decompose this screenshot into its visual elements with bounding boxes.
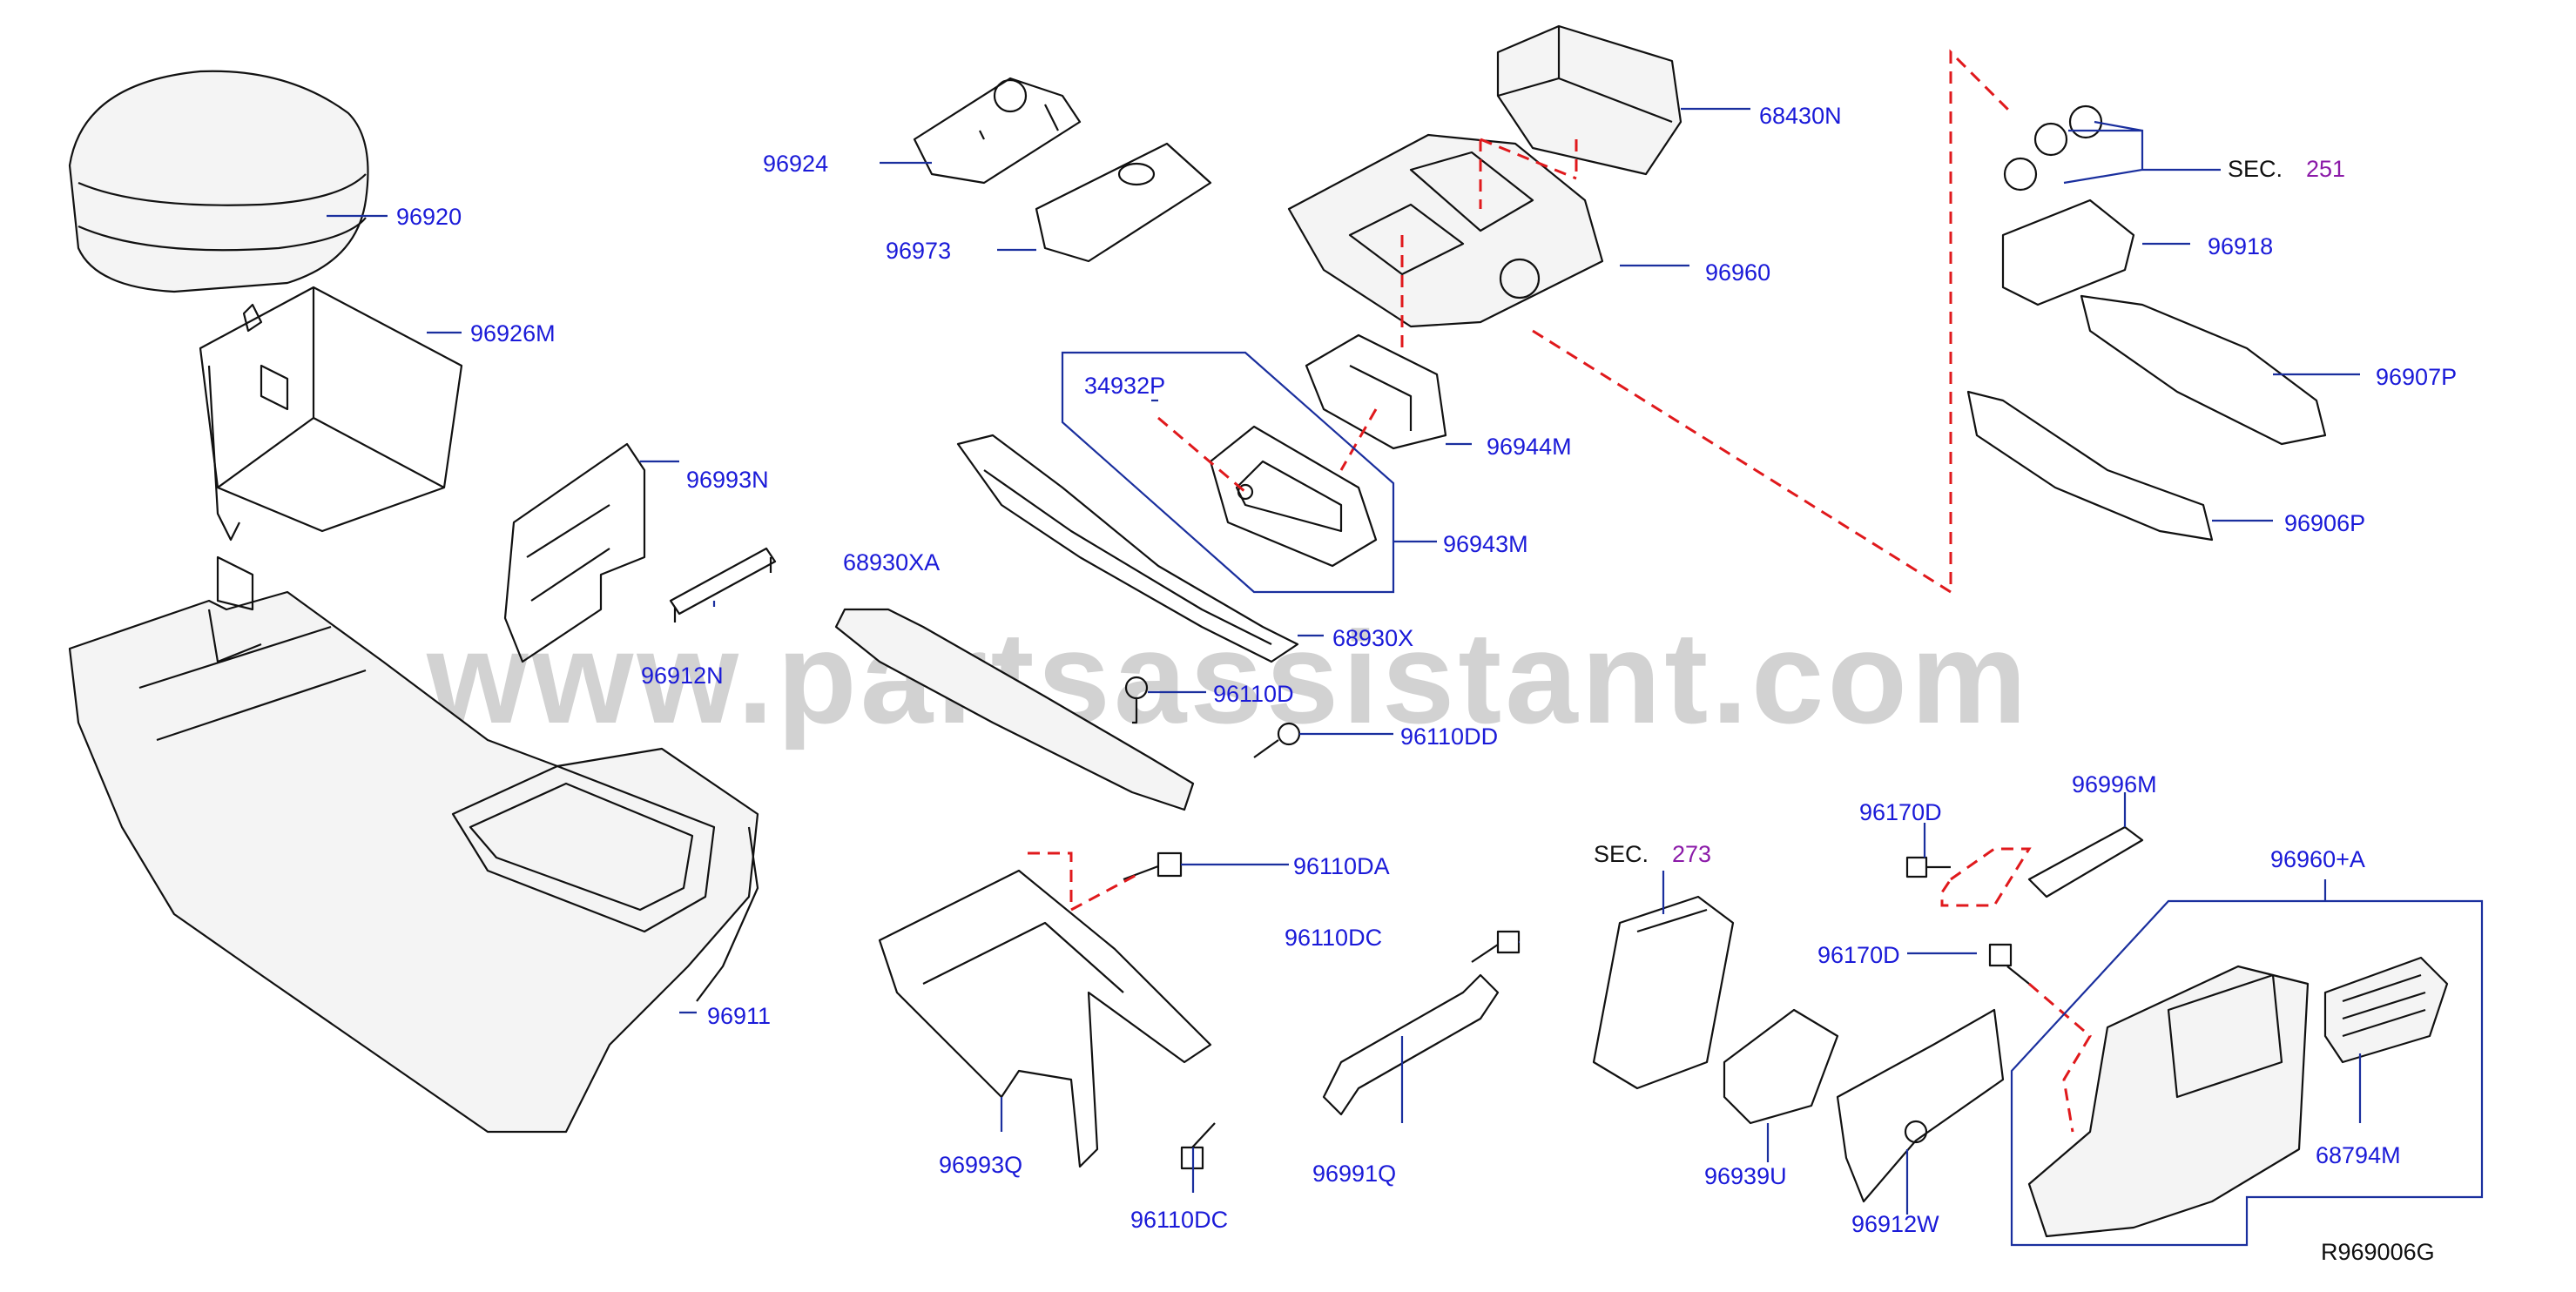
bolt-dc-bottom-illustration — [1180, 1122, 1216, 1170]
callout-frame-96943M — [1061, 351, 1395, 594]
label-96170D-lower: 96170D — [1817, 942, 1900, 968]
label-96920: 96920 — [396, 204, 462, 230]
usb-unit-illustration — [1723, 1008, 1839, 1125]
label-96110DC-upper: 96110DC — [1285, 925, 1382, 951]
label-96911: 96911 — [707, 1003, 771, 1029]
label-96960: 96960 — [1705, 259, 1770, 286]
stay-bar-illustration — [1322, 973, 1500, 1116]
bracket-96996M-illustration — [2027, 825, 2144, 898]
label-68930XA: 68930XA — [843, 549, 940, 575]
armrest-lid-illustration — [68, 70, 369, 293]
section-ref-251: SEC. 251 — [2228, 156, 2345, 182]
label-96973: 96973 — [886, 238, 951, 264]
label-96110DC-lower: 96110DC — [1130, 1207, 1228, 1233]
phantom-lines — [1028, 49, 2092, 1133]
label-96918: 96918 — [2208, 233, 2273, 259]
lower-bracket-illustration — [878, 869, 1212, 1168]
duct-sec273-illustration — [1592, 895, 1735, 1090]
label-96110DD: 96110DD — [1400, 723, 1498, 750]
label-96939U: 96939U — [1704, 1163, 1787, 1189]
label-96960A: 96960+A — [2270, 846, 2365, 872]
shifter-bracket-illustration — [1305, 333, 1447, 450]
diagram-code: R969006G — [2321, 1239, 2435, 1265]
tray-illustration — [1035, 142, 1212, 263]
label-96906P: 96906P — [2284, 510, 2365, 536]
display-unit-illustration — [1496, 24, 1682, 176]
label-68930X: 68930X — [1332, 625, 1413, 651]
label-96912N: 96912N — [641, 663, 724, 689]
label-96110D: 96110D — [1213, 681, 1294, 707]
label-96991Q: 96991Q — [1312, 1161, 1396, 1187]
sec273-number: 273 — [1672, 841, 1711, 867]
rear-finisher-w-illustration — [1836, 1008, 2005, 1203]
side-finisher-x-illustration — [956, 434, 1299, 663]
label-96993N: 96993N — [686, 467, 769, 493]
sec273-prefix: SEC. — [1594, 841, 1649, 867]
control-switch-illustration — [913, 77, 1082, 185]
rear-console-panel-illustration — [2027, 965, 2310, 1238]
label-96912W: 96912W — [1851, 1211, 1939, 1237]
section-ref-273: SEC. 273 — [1594, 841, 1711, 867]
sec251-number: 251 — [2306, 156, 2345, 182]
label-96907P: 96907P — [2376, 364, 2457, 390]
leader-lines — [327, 107, 2362, 1215]
label-96110DA: 96110DA — [1293, 853, 1390, 879]
sec251-prefix: SEC. — [2228, 156, 2283, 182]
label-96944M: 96944M — [1487, 434, 1572, 460]
label-96993Q: 96993Q — [939, 1152, 1022, 1178]
label-96170D-upper: 96170D — [1859, 799, 1942, 825]
bolt-96170D-b-illustration — [1988, 943, 2030, 985]
label-96924: 96924 — [763, 151, 828, 177]
label-96926M: 96926M — [470, 320, 556, 347]
bolt-da-illustration — [1123, 851, 1183, 881]
finisher-96907P-illustration — [2080, 294, 2327, 446]
console-bracket-n-illustration — [503, 442, 646, 663]
bolt-dc-upper-illustration — [1471, 930, 1521, 963]
bolt-96170D-a-illustration — [1905, 856, 1951, 878]
label-96996M: 96996M — [2072, 771, 2157, 797]
watermark-text: www.partsassistant.com — [426, 604, 2030, 750]
label-68794M: 68794M — [2316, 1142, 2401, 1168]
indicator-frame-illustration — [1209, 425, 1378, 568]
part-labels: 96920 96926M 96993N 96912N 96911 96924 9… — [396, 103, 2457, 1237]
screw-d-illustration — [1124, 676, 1149, 724]
switch-cluster-illustration — [2003, 104, 2103, 192]
finisher-panel-illustration — [1287, 133, 1604, 328]
side-finisher-xa-illustration — [834, 608, 1195, 811]
callout-bracket-sec251 — [2063, 120, 2221, 185]
console-trim-strip-illustration — [669, 547, 777, 622]
console-box-illustration — [199, 286, 463, 542]
callout-frame-96960A — [2010, 879, 2484, 1247]
label-68430N: 68430N — [1759, 103, 1842, 129]
bracket-96918-illustration — [2001, 199, 2135, 306]
rear-vent-illustration — [2323, 956, 2449, 1064]
finisher-96906P-illustration — [1966, 390, 2214, 542]
label-96943M: 96943M — [1443, 531, 1528, 557]
center-console-body-illustration — [68, 555, 759, 1134]
label-34932P: 34932P — [1084, 373, 1165, 399]
